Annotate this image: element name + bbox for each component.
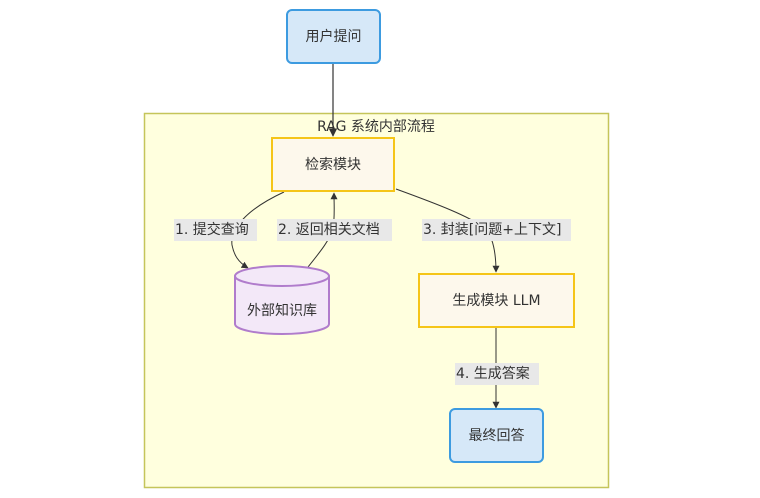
node-shape (418, 273, 575, 328)
edge-label-bg (174, 219, 257, 241)
edge-label-text: 1. 提交查询 (175, 221, 249, 238)
edge-label-text: 2. 返回相关文档 (278, 222, 380, 238)
node-label: 用户提问 (306, 28, 362, 45)
node-shape (286, 9, 381, 64)
node-generation-module[interactable]: 生成模块 LLM (418, 273, 575, 328)
node-shape (271, 137, 395, 192)
edge-label-bg (455, 363, 539, 385)
edge-label-text: 3. 封装[问题+上下文] (423, 222, 561, 238)
node-label: 检索模块 (305, 156, 361, 173)
node-knowledge-base[interactable]: 外部知识库 (234, 265, 330, 335)
edge-retrieval-to-kb (231, 191, 285, 269)
cylinder-body (234, 276, 330, 335)
edge-label-1: 1. 提交查询 (174, 219, 257, 241)
node-label: 生成模块 LLM (452, 293, 540, 309)
node-final-answer[interactable]: 最终回答 (449, 408, 544, 463)
edge-label-4: 4. 生成答案 (455, 363, 539, 385)
edge-label-bg (277, 219, 392, 241)
node-label: 最终回答 (469, 427, 525, 444)
edge-label-2: 2. 返回相关文档 (277, 219, 392, 241)
cylinder-top (234, 265, 330, 287)
node-retrieval-module[interactable]: 检索模块 (271, 137, 395, 192)
node-user-question[interactable]: 用户提问 (286, 9, 381, 64)
node-shape (449, 408, 544, 463)
cluster-title: RAG 系统内部流程 (317, 119, 435, 135)
edge-label-bg (422, 219, 571, 241)
node-label: 外部知识库 (247, 302, 317, 319)
edge-label-text: 4. 生成答案 (456, 365, 530, 382)
edge-label-3: 3. 封装[问题+上下文] (422, 219, 571, 241)
